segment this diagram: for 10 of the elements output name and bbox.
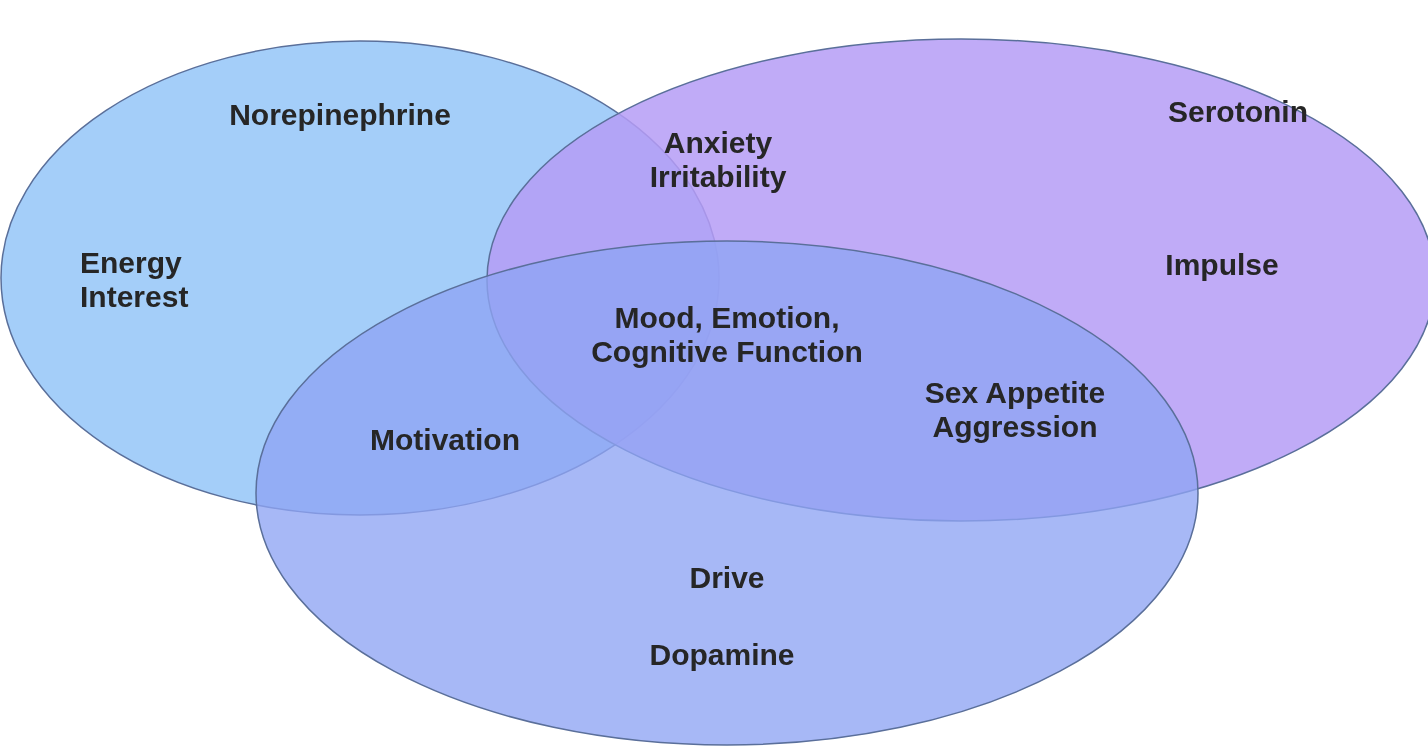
set-title: Serotonin (1168, 95, 1308, 129)
set-title: Dopamine (649, 638, 795, 672)
region-label: Impulse (1165, 248, 1279, 282)
region-label: Energy Interest (80, 246, 190, 314)
region-label: Motivation (369, 423, 521, 457)
set-title: Norepinephrine (229, 98, 451, 132)
region-label: Mood, Emotion, Cognitive Function (590, 301, 864, 369)
region-label: Drive (689, 561, 765, 595)
region-label: Sex Appetite Aggression (923, 376, 1107, 444)
region-label: Anxiety Irritability (648, 126, 788, 194)
